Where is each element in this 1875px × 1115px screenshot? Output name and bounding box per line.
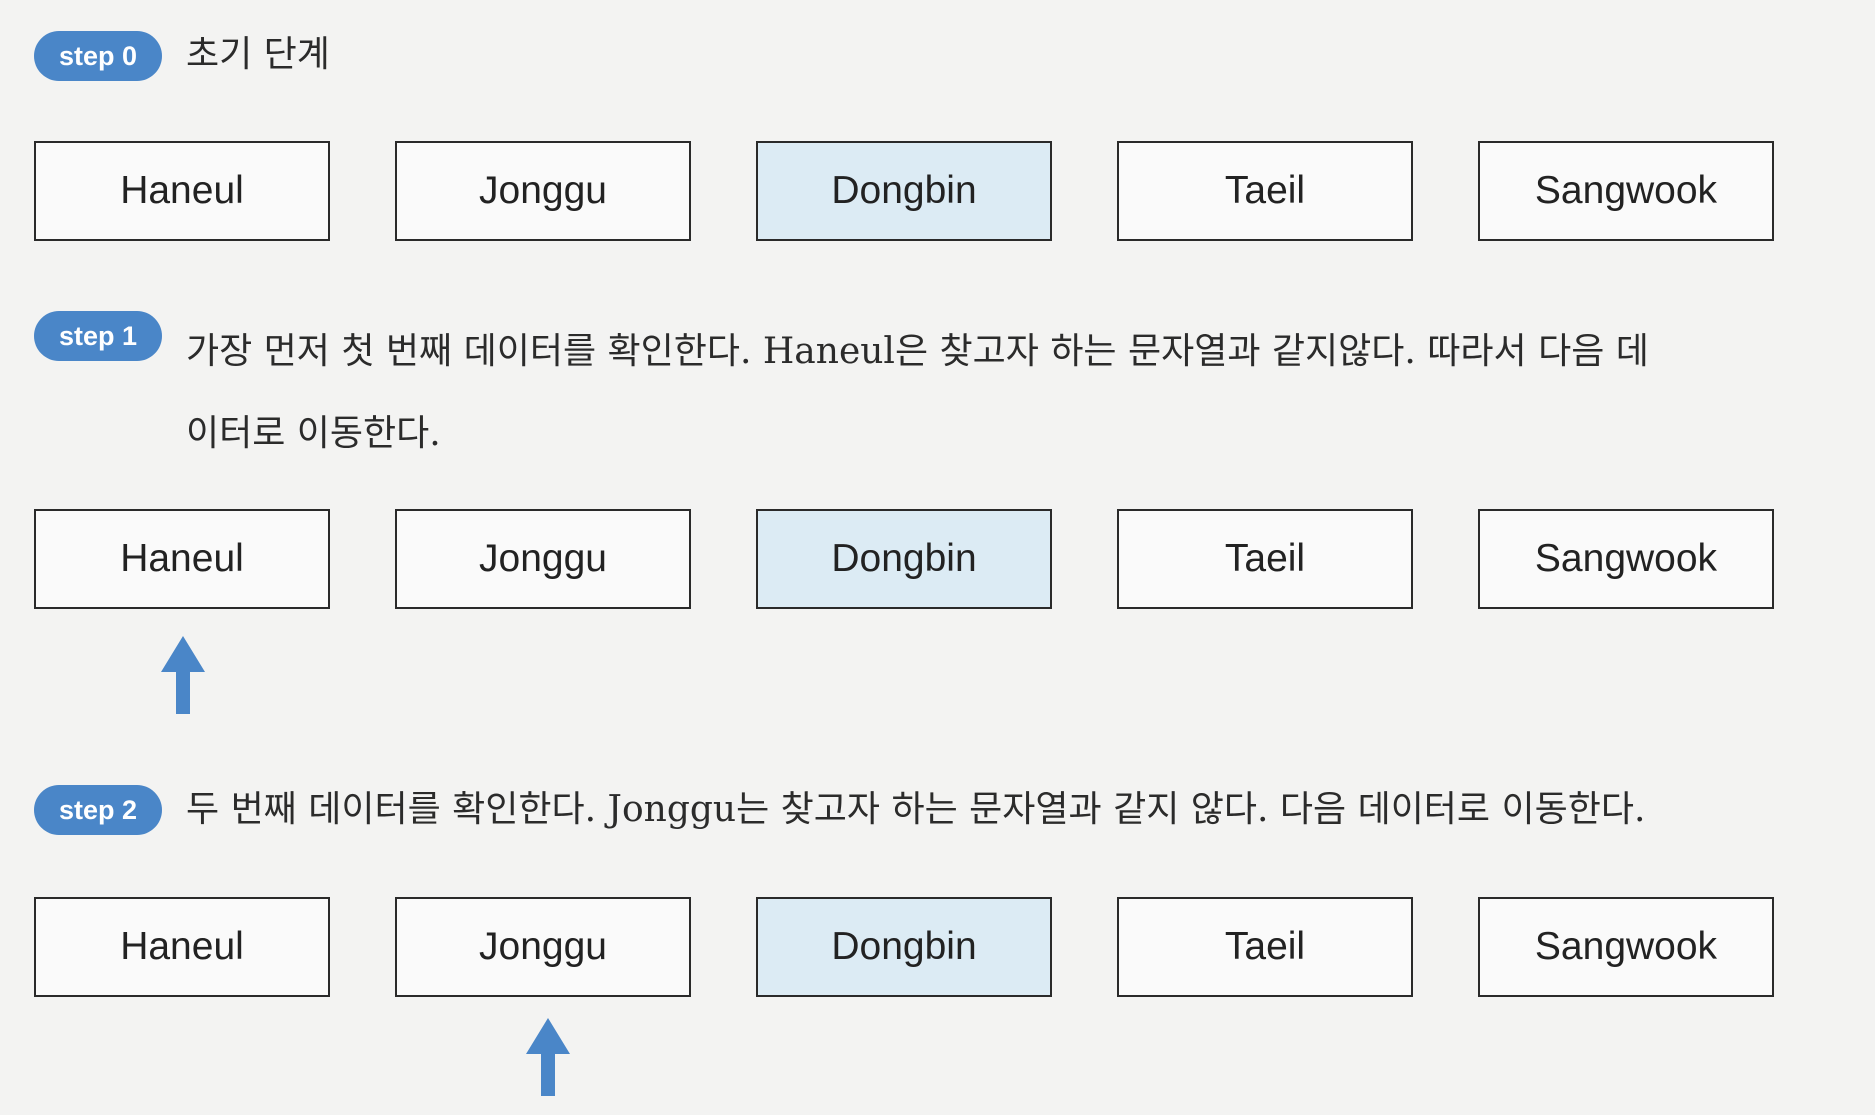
name-array: Haneul Jonggu Dongbin Taeil Sangwook: [0, 509, 1875, 609]
array-cell: Taeil: [1117, 509, 1413, 609]
step-description: 두 번째 데이터를 확인한다. Jonggu는 찾고자 하는 문자열과 같지 않…: [186, 789, 1646, 830]
array-cell: Jonggu: [395, 509, 691, 609]
array-cell-target: Dongbin: [756, 897, 1052, 997]
array-cell: Sangwook: [1478, 509, 1774, 609]
name-array: Haneul Jonggu Dongbin Taeil Sangwook: [0, 897, 1875, 997]
array-cell: Jonggu: [395, 141, 691, 241]
array-cell: Haneul: [34, 509, 330, 609]
array-cell: Taeil: [1117, 141, 1413, 241]
array-cell: Jonggu: [395, 897, 691, 997]
array-cell: Haneul: [34, 141, 330, 241]
step-badge: step 2: [34, 785, 162, 835]
step-badge: step 0: [34, 31, 162, 81]
name-array: Haneul Jonggu Dongbin Taeil Sangwook: [0, 141, 1875, 241]
up-arrow-icon: [526, 1018, 570, 1096]
array-cell: Haneul: [34, 897, 330, 997]
up-arrow-icon: [161, 636, 205, 714]
array-cell: Sangwook: [1478, 897, 1774, 997]
step-description: 가장 먼저 첫 번째 데이터를 확인한다. Haneul은 찾고자 하는 문자열…: [186, 331, 1649, 454]
array-cell-target: Dongbin: [756, 509, 1052, 609]
array-cell: Sangwook: [1478, 141, 1774, 241]
step-description: 초기 단계: [186, 34, 330, 75]
step-badge: step 1: [34, 311, 162, 361]
array-cell-target: Dongbin: [756, 141, 1052, 241]
array-cell: Taeil: [1117, 897, 1413, 997]
